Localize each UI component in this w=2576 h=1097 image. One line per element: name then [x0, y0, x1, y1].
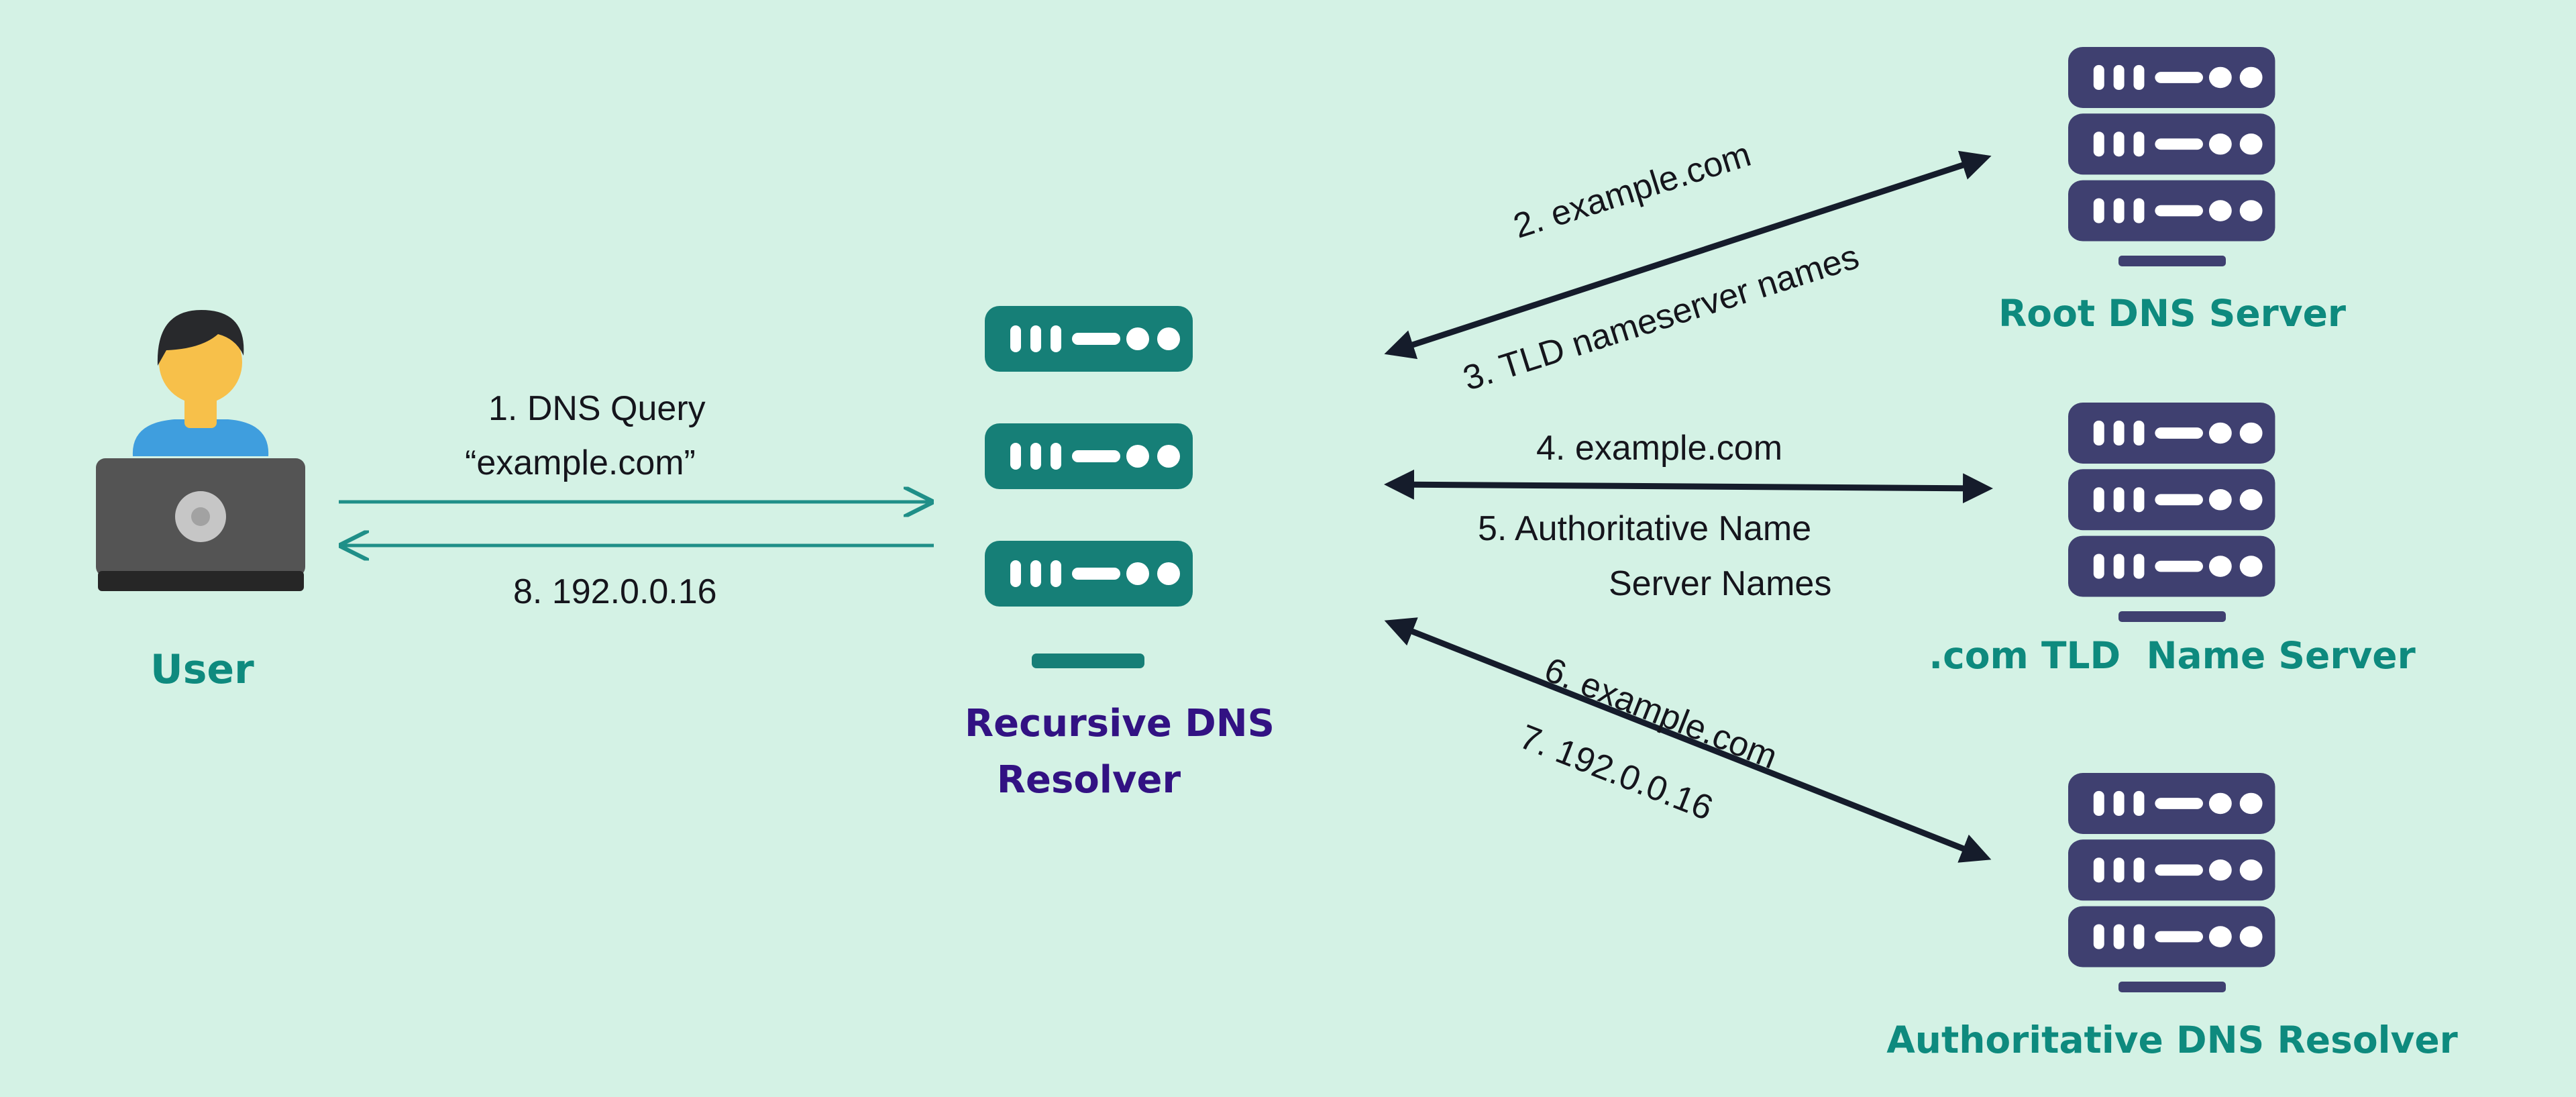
recursive-resolver-server-icon: [985, 306, 1193, 668]
tld-exchange-arrow: [1384, 469, 1993, 504]
root-exchange-arrow: [1384, 150, 1992, 360]
user-icon: [96, 310, 305, 591]
resolver-label-line1: Recursive DNS: [965, 702, 1275, 745]
step-1-domain-label: “example.com”: [465, 443, 696, 482]
step-8-label: 8. 192.0.0.16: [513, 572, 717, 611]
tld-name-server-label: .com TLD Name Server: [1929, 634, 2416, 677]
root-dns-server-icon: [2068, 47, 2275, 266]
step-4-label: 4. example.com: [1536, 429, 1783, 468]
authoritative-exchange-arrow: [1384, 617, 1992, 863]
authoritative-dns-resolver-label: Authoritative DNS Resolver: [1886, 1018, 2458, 1061]
resolver-label-line2: Resolver: [996, 758, 1181, 802]
root-dns-server-label: Root DNS Server: [1998, 292, 2347, 335]
step-1-label: 1. DNS Query: [488, 389, 706, 428]
step-5-names-label: Server Names: [1609, 564, 1832, 603]
step-5-label: 5. Authoritative Name: [1478, 509, 1812, 548]
user-label: User: [150, 646, 254, 693]
tld-name-server-icon: [2068, 403, 2275, 622]
laptop-icon: [96, 458, 305, 591]
authoritative-server-icon: [2068, 773, 2275, 992]
